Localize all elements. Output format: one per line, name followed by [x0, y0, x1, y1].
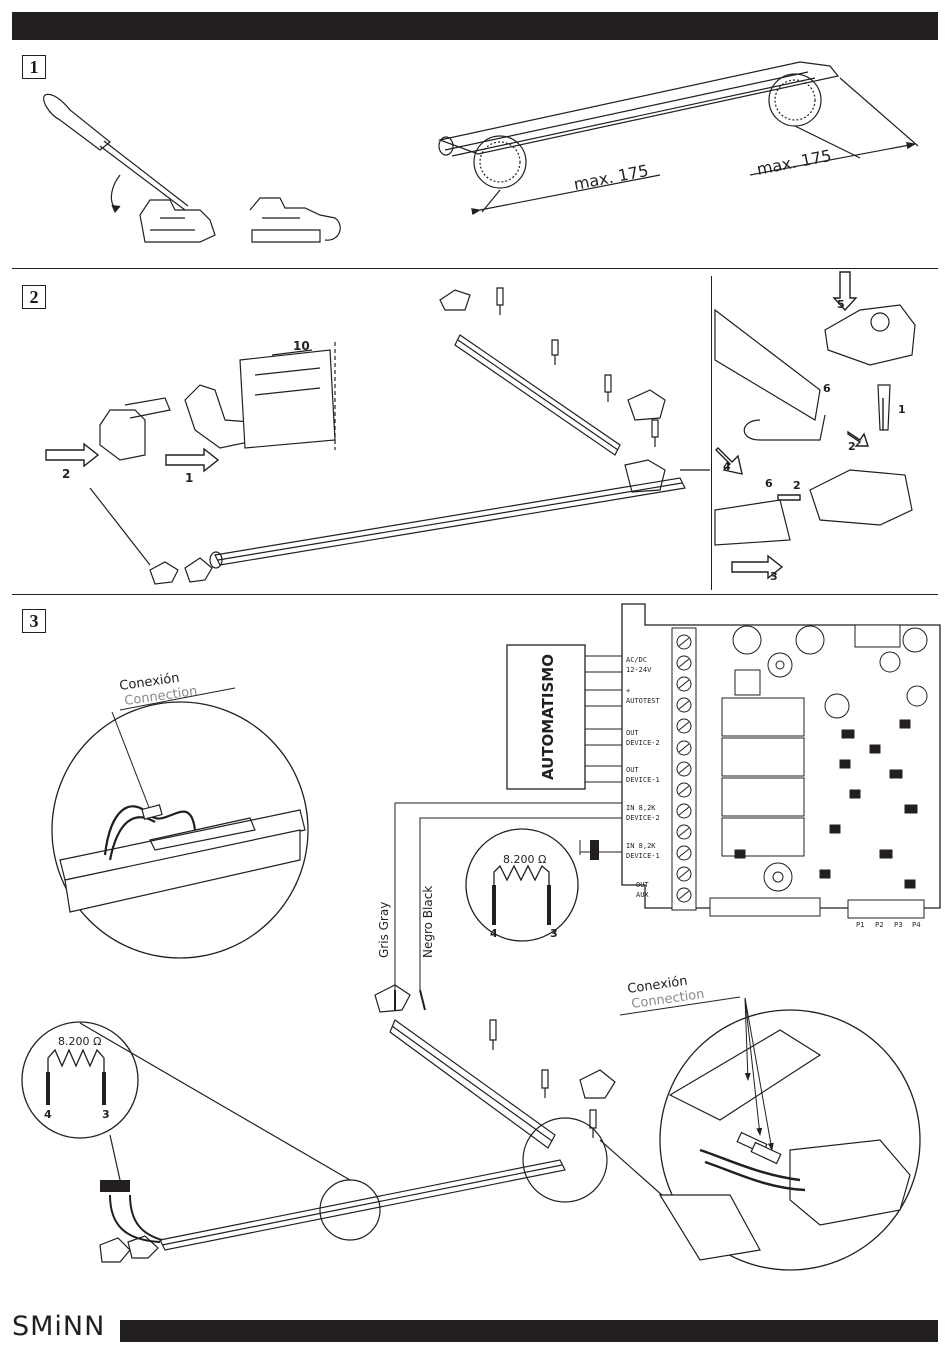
cable-connection-closeup-left — [60, 805, 305, 912]
terminal-label-3a: OUT — [626, 729, 639, 737]
terminal-label-4b: DEVICE-1 — [626, 776, 660, 784]
arrow-label-3: 3 — [770, 570, 778, 583]
arrow-label-5: 5 — [837, 298, 845, 311]
cable-connection-closeup-right — [660, 1030, 910, 1260]
terminal-label-6a: IN 8,2K — [626, 842, 656, 850]
end-cap-open-illustration — [140, 198, 340, 242]
pcb-label-p3: P3 — [894, 921, 903, 929]
terminal-label-2b: AUTOTEST — [626, 697, 661, 705]
resistor-symbol-left — [48, 1050, 104, 1105]
pcb-label-p2: P2 — [875, 921, 884, 929]
resistor-element-center — [590, 840, 599, 860]
resistor-value-left: 8.200 Ω — [58, 1035, 101, 1048]
terminal-4-left: 4 — [44, 1108, 52, 1121]
terminal-label-4a: OUT — [626, 766, 639, 774]
arrow-label-2b: 2 — [848, 440, 856, 453]
terminal-label-7b: AUX — [636, 891, 649, 899]
resistor-element-left — [100, 1180, 130, 1192]
arrow-label-2c: 2 — [793, 479, 801, 492]
terminal-label-1b: 12-24V — [626, 666, 652, 674]
terminal-label-7a: OUT — [636, 881, 649, 889]
pcb-label-p4: P4 — [912, 921, 921, 929]
terminal-label-5b: DEVICE-2 — [626, 814, 660, 822]
automation-label: AUTOMATISMO — [539, 654, 557, 780]
resistor-value-center: 8.200 Ω — [503, 853, 546, 866]
profile-assembly-illustration — [90, 288, 710, 584]
arrow-label-2: 2 — [62, 467, 70, 481]
end-cap-detail-illustration — [715, 305, 915, 545]
arrow-label-1: 1 — [185, 471, 193, 485]
resistor-zoom-circle-center — [466, 829, 578, 941]
terminal-4-center: 4 — [490, 927, 498, 940]
wire-gray-label: Gris Gray — [377, 902, 391, 958]
profile-assembly-section-3 — [80, 985, 690, 1262]
terminal-label-2a: + — [626, 687, 630, 695]
terminal-label-6b: DEVICE-1 — [626, 852, 660, 860]
screwdriver-illustration — [44, 94, 188, 212]
dimension-10-label: 10 — [293, 339, 310, 353]
wire-black-label: Negro Black — [421, 886, 435, 958]
dimension-6b-label: 6 — [765, 477, 773, 490]
dimension-left-label: max. 175 — [572, 161, 650, 194]
terminal-label-1a: AC/DC — [626, 656, 647, 664]
terminal-3-left: 3 — [102, 1108, 110, 1121]
brand-logo: SMiNN — [12, 1311, 105, 1342]
resistor-symbol-center — [494, 866, 549, 925]
dimension-6a-label: 6 — [823, 382, 831, 395]
terminal-label-3b: DEVICE-2 — [626, 739, 660, 747]
terminal-3-center: 3 — [550, 927, 558, 940]
arrow-label-4: 4 — [723, 460, 731, 473]
footer-bar — [120, 1320, 938, 1342]
arrow-label-1b: 1 — [898, 403, 906, 416]
profile-cutting-illustration — [439, 62, 918, 212]
terminal-label-5a: IN 8,2K — [626, 804, 656, 812]
dimension-right-label: max. 175 — [755, 146, 833, 179]
pcb-label-p1: P1 — [856, 921, 865, 929]
